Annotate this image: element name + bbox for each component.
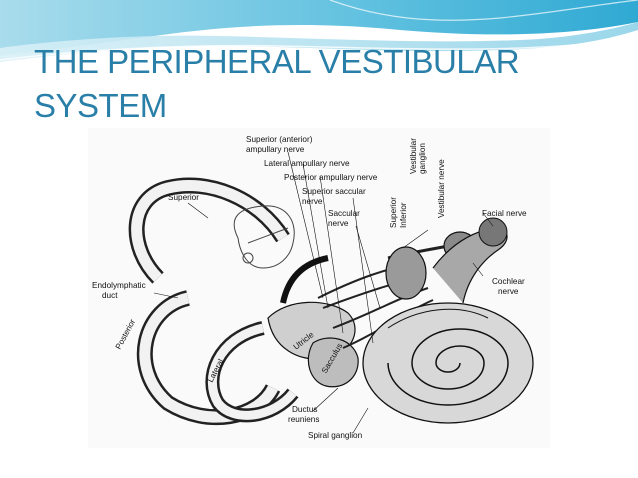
slide-title-line-1: THE PERIPHERAL VESTIBULAR	[34, 43, 520, 80]
slide-title-line-2: SYSTEM	[34, 87, 167, 124]
label-ampullary-nerve: ampullary nerve	[246, 145, 305, 154]
label-superior-anterior: Superior (anterior)	[246, 135, 313, 144]
label-saccular-nerve: nerve	[328, 219, 349, 228]
label-ganglion: ganglion	[418, 143, 427, 174]
label-reuniens: reuniens	[288, 415, 319, 424]
label-vestibular-nerve: Vestibular nerve	[437, 159, 446, 218]
label-duct: duct	[102, 291, 118, 300]
label-superior-saccular-nerve: nerve	[302, 197, 323, 206]
label-cochlear-nerve: nerve	[498, 287, 519, 296]
cochlea	[362, 302, 534, 424]
label-superior-canal: Superior	[168, 193, 199, 202]
label-superior-ganglion: Superior	[389, 197, 398, 228]
label-posterior-ampullary-nerve: Posterior ampullary nerve	[284, 173, 378, 182]
slide-title: THE PERIPHERAL VESTIBULAR SYSTEM	[34, 40, 594, 128]
label-inferior-ganglion: Inferior	[399, 202, 408, 228]
label-cochlear: Cochlear	[492, 277, 525, 286]
label-superior-saccular: Superior saccular	[302, 187, 366, 196]
label-lateral-ampullary-nerve: Lateral ampullary nerve	[264, 159, 350, 168]
label-vestibular: Vestibular	[409, 138, 418, 174]
header-wave-decoration	[0, 0, 638, 62]
label-saccular: Saccular	[328, 209, 360, 218]
label-ductus: Ductus	[292, 405, 317, 414]
label-spiral-ganglion: Spiral ganglion	[308, 431, 363, 440]
head-orientation-sketch	[233, 205, 295, 269]
label-leader-lines	[153, 151, 494, 434]
vestibule	[267, 255, 359, 388]
label-endolymphatic: Endolymphatic	[92, 281, 146, 290]
cochlear-facial-nerve-trunk	[432, 217, 508, 304]
label-facial-nerve: Facial nerve	[482, 209, 527, 218]
inner-ear-illustration: Superior (anterior) ampullary nerve Late…	[88, 128, 550, 448]
